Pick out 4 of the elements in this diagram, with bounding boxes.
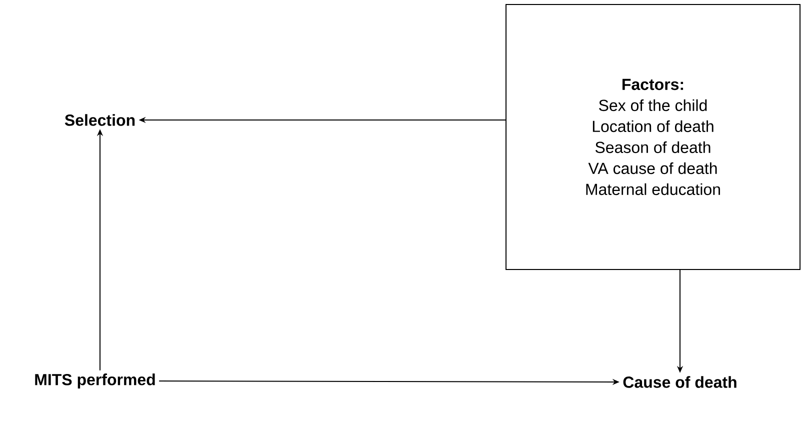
factors-box: Factors: Sex of the child Location of death Season of death VA cause of death Maternal education — [506, 4, 801, 270]
node-label: MITS performed — [35, 374, 155, 388]
node-label: Selection — [64, 114, 135, 126]
node-label: Cause of death — [623, 376, 736, 388]
